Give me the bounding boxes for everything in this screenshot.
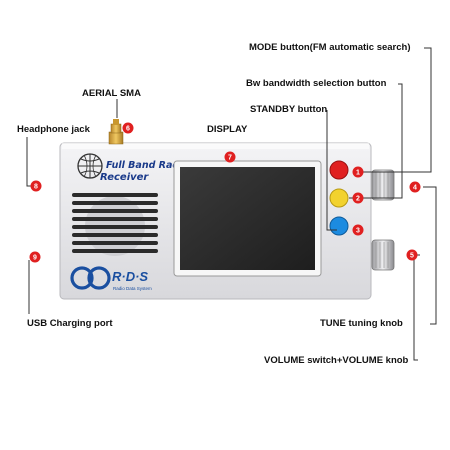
grill-slot — [72, 209, 158, 213]
tune-knob[interactable] — [371, 169, 395, 201]
label-tune-knob: TUNE tuning knob — [320, 318, 403, 329]
marker-2: 2 — [352, 192, 364, 204]
leader-bw — [349, 83, 403, 199]
leader-standby — [326, 110, 337, 231]
label-usb-charging-port: USB Charging port — [27, 318, 113, 329]
marker-7: 7 — [224, 151, 236, 163]
logo-line-1: Full Band Radio — [106, 160, 189, 171]
grill-slot — [72, 249, 158, 253]
svg-text:8: 8 — [34, 184, 38, 191]
label-mode-button: MODE button(FM automatic search) — [249, 42, 411, 53]
rds-logo: R·D·S Radio Data System — [70, 266, 152, 291]
marker-9: 9 — [29, 251, 41, 263]
brand-logo: Full Band Radio Receiver — [77, 153, 189, 183]
marker-4: 4 — [409, 181, 421, 193]
bw-button[interactable] — [329, 188, 349, 208]
label-headphone-jack: Headphone jack — [17, 124, 90, 135]
mode-button[interactable] — [329, 160, 349, 180]
markers: 1 2 3 4 5 6 7 8 9 — [29, 122, 421, 263]
marker-8: 8 — [30, 180, 42, 192]
svg-text:4: 4 — [413, 185, 417, 192]
marker-1: 1 — [352, 166, 364, 178]
label-bw-button: Bw bandwidth selection button — [246, 78, 387, 89]
label-standby-button: STANDBY button — [250, 104, 328, 115]
marker-5: 5 — [406, 249, 418, 261]
marker-6: 6 — [122, 122, 134, 134]
rds-logo-text: R·D·S — [112, 269, 148, 284]
svg-text:7: 7 — [228, 155, 232, 162]
radio-casing-top-edge — [62, 143, 369, 149]
grill-slot — [72, 241, 158, 245]
grill-slot — [72, 193, 158, 197]
svg-text:1: 1 — [356, 170, 360, 177]
rds-logo-subtitle: Radio Data System — [113, 286, 152, 291]
aerial-sma-connector — [108, 119, 124, 145]
svg-text:9: 9 — [33, 255, 37, 262]
speaker-grill — [72, 193, 158, 256]
label-display: DISPLAY — [207, 124, 248, 135]
marker-3: 3 — [352, 224, 364, 236]
logo-line-2: Receiver — [100, 172, 149, 183]
standby-button[interactable] — [329, 216, 349, 236]
grill-slot — [72, 201, 158, 205]
svg-text:6: 6 — [126, 126, 130, 133]
leader-mode — [358, 47, 432, 173]
radio-device: Full Band Radio Receiver R·D·S Radio Dat… — [59, 119, 395, 300]
svg-text:5: 5 — [410, 253, 414, 260]
volume-knob[interactable] — [371, 239, 395, 271]
leader-volume — [413, 254, 420, 361]
svg-text:2: 2 — [356, 196, 360, 203]
leader-tune — [423, 186, 437, 325]
grill-slot — [72, 233, 158, 237]
svg-text:3: 3 — [356, 228, 360, 235]
grill-slot — [72, 217, 158, 221]
grill-slot — [72, 225, 158, 229]
leader-headphone — [26, 137, 36, 187]
display-screen — [180, 167, 315, 270]
label-volume-knob: VOLUME switch+VOLUME knob — [264, 355, 409, 366]
label-aerial-sma: AERIAL SMA — [82, 88, 141, 99]
